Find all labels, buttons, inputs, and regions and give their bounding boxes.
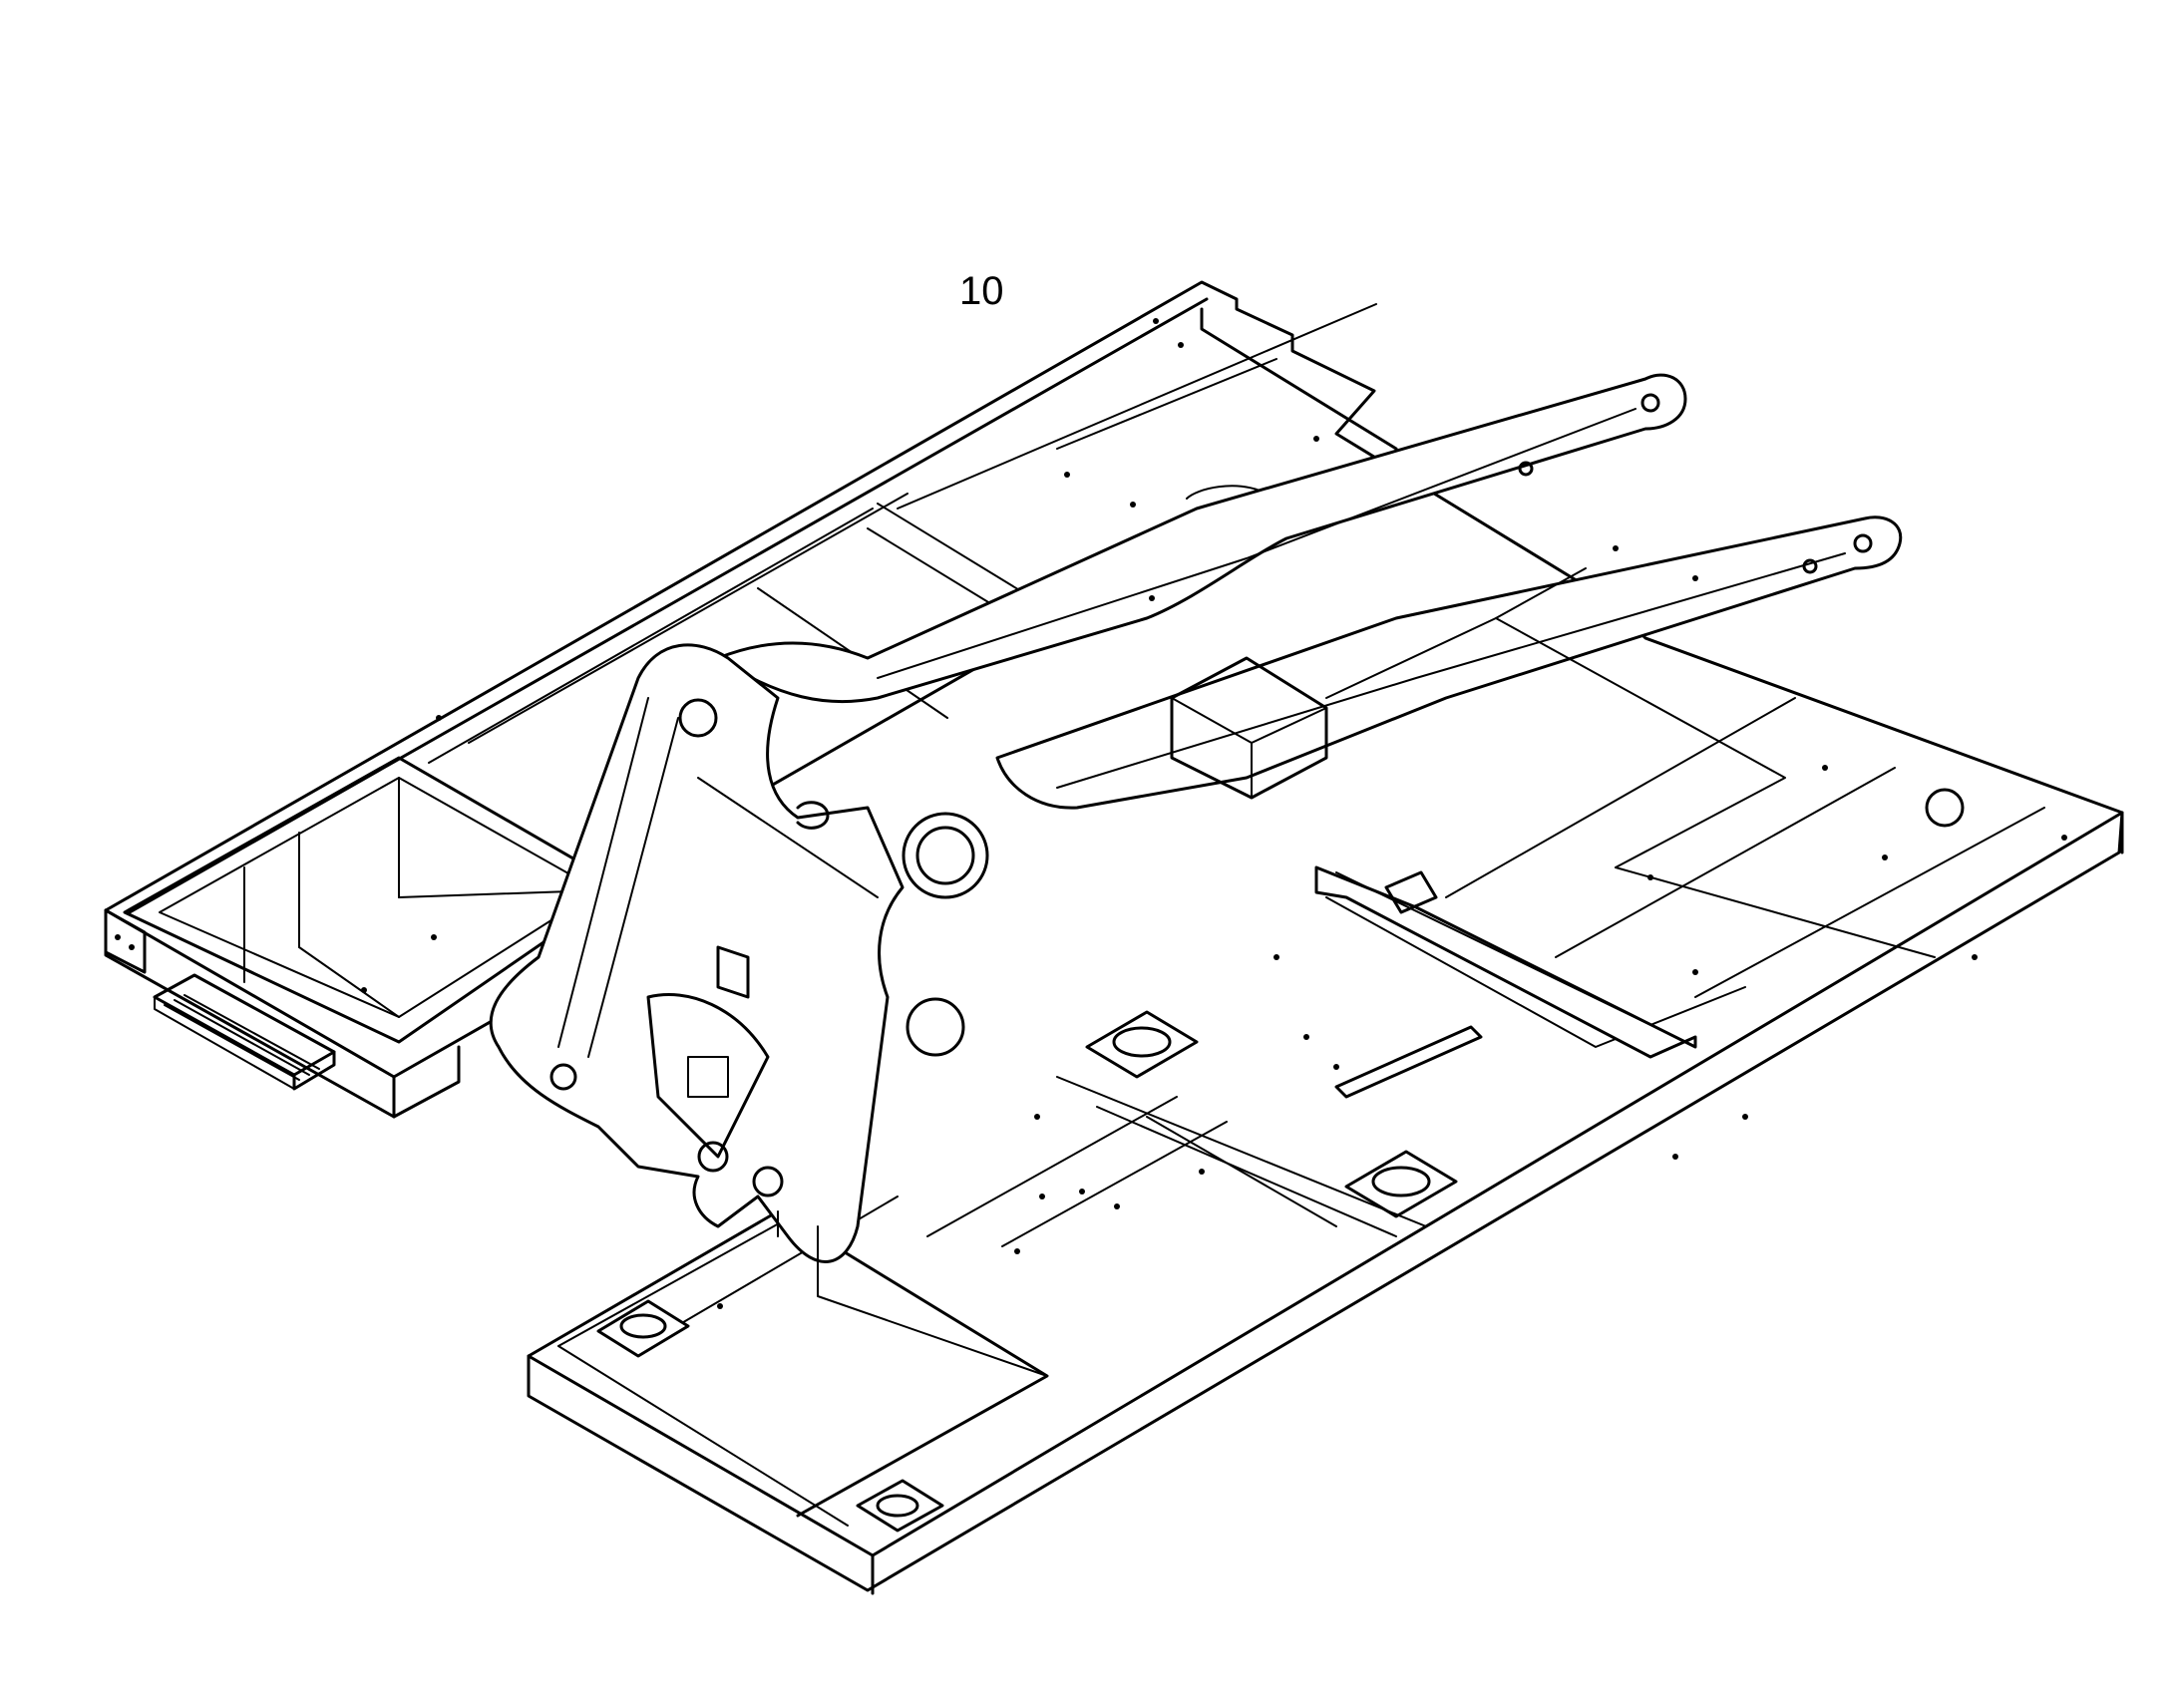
mount-bosses [596,1010,1458,1533]
access-step [153,973,336,1091]
callout-number: 10 [959,269,1004,313]
platform-slab [104,280,2124,1595]
fasteners [361,318,2067,1309]
upper-left-frame [428,303,1398,905]
boom-foot-tower [489,643,989,1263]
boom-arms [716,373,1903,810]
lower-cross-members [777,1025,1483,1377]
right-deck [1325,567,2045,1048]
end-bracket-left [104,908,147,974]
right-cross-beam [1314,865,1697,1059]
center-box [1170,656,1328,800]
